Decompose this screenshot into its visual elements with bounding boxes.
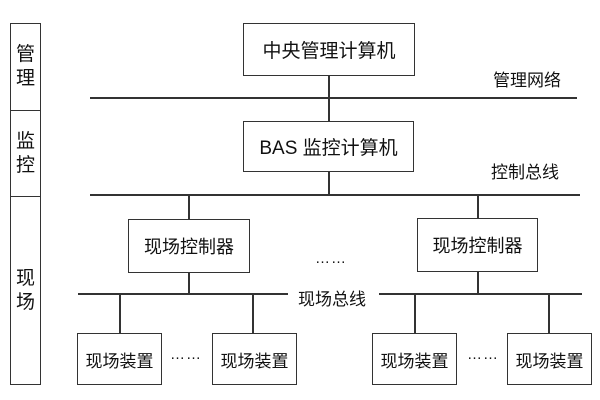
connector-field-bus-to-device-2 — [252, 295, 254, 333]
node-bas-monitoring-computer: BAS 监控计算机 — [243, 121, 414, 172]
field-bus-line-right — [379, 293, 582, 295]
management-network-bus-line — [90, 97, 577, 99]
layer-section-field: 现场 — [11, 196, 40, 384]
field-bus-line-left — [78, 293, 288, 295]
layer-sidebar: 管理 监控 现场 — [10, 23, 41, 385]
control-bus-line — [90, 194, 580, 196]
ellipsis-between-devices-right: …… — [467, 346, 499, 363]
layer-label-field: 现场 — [16, 267, 36, 313]
node-field-device-2: 现场装置 — [212, 333, 297, 385]
node-field-device-4: 现场装置 — [507, 333, 592, 385]
node-field-device-3: 现场装置 — [372, 333, 457, 385]
connector-field-bus-to-device-4 — [548, 295, 550, 333]
node-field-controller-left: 现场控制器 — [128, 219, 250, 273]
connector-field-bus-to-device-3 — [414, 295, 416, 333]
field-bus-label: 现场总线 — [298, 290, 366, 309]
ellipsis-between-devices-left: …… — [170, 346, 202, 363]
connector-left-controller-to-field-bus — [188, 273, 190, 293]
layer-label-monitoring: 监控 — [16, 130, 36, 176]
control-bus-label: 控制总线 — [491, 163, 559, 182]
node-field-device-1: 现场装置 — [77, 333, 162, 385]
connector-bas-to-control-bus — [328, 172, 330, 194]
layer-section-monitoring: 监控 — [11, 110, 40, 196]
connector-control-bus-to-right-controller — [477, 196, 479, 218]
ellipsis-between-controllers: …… — [315, 250, 347, 267]
connector-control-bus-to-left-controller — [188, 196, 190, 219]
node-central-management-computer: 中央管理计算机 — [243, 23, 415, 76]
layer-section-management: 管理 — [11, 24, 40, 110]
connector-central-to-bas — [328, 76, 330, 121]
layer-label-management: 管理 — [16, 44, 36, 89]
node-field-controller-right: 现场控制器 — [417, 218, 538, 272]
connector-right-controller-to-field-bus — [477, 272, 479, 293]
connector-field-bus-to-device-1 — [119, 295, 121, 333]
management-network-label: 管理网络 — [493, 71, 561, 90]
